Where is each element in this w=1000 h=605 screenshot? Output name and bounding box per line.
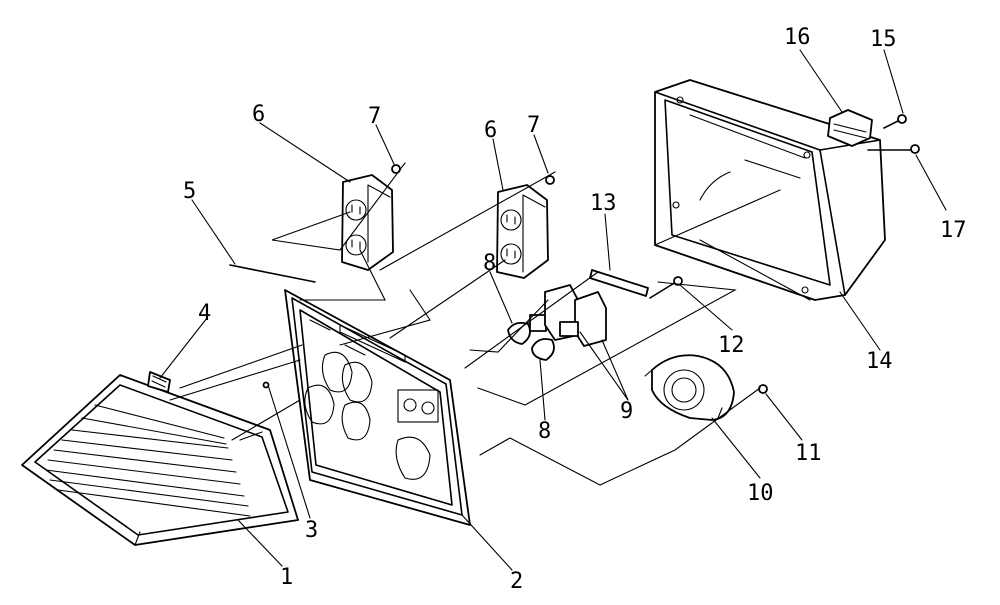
pin-part-5 — [229, 264, 316, 283]
cover — [21, 374, 299, 546]
callout-8-lower: 8 — [538, 419, 551, 444]
front-panel — [284, 289, 471, 526]
callout-6-left: 6 — [252, 102, 265, 127]
callout-15: 15 — [870, 27, 897, 52]
breakers-part-9 — [544, 284, 607, 347]
callout-17: 17 — [940, 218, 967, 243]
screw-part-12 — [649, 276, 683, 299]
twist-lock-receptacle — [644, 354, 735, 421]
callout-5: 5 — [183, 179, 196, 204]
screw-15 — [883, 114, 907, 129]
callout-7-left: 7 — [368, 104, 381, 129]
callout-13: 13 — [590, 191, 617, 216]
callout-labels: 1 2 3 4 5 6 6 7 7 8 8 9 10 11 12 13 14 1… — [183, 25, 967, 594]
callout-12: 12 — [718, 333, 745, 358]
hinge-part-4 — [147, 371, 171, 393]
callout-leaders — [159, 49, 947, 571]
bar-part-13 — [589, 269, 649, 297]
callout-2: 2 — [510, 569, 523, 594]
callout-10: 10 — [747, 481, 774, 506]
receptacle-left — [341, 174, 394, 271]
callout-16: 16 — [784, 25, 811, 50]
terminal-block — [827, 109, 873, 147]
callout-6-right: 6 — [484, 118, 497, 143]
receptacle-right — [496, 184, 549, 279]
callout-4: 4 — [198, 301, 211, 326]
callout-9: 9 — [620, 399, 633, 424]
callout-3: 3 — [305, 518, 318, 543]
screw-17 — [867, 144, 920, 154]
callout-7-right: 7 — [527, 113, 540, 138]
callout-1: 1 — [280, 565, 293, 590]
callout-11: 11 — [795, 441, 822, 466]
assembly-lines — [169, 162, 811, 486]
callout-8-upper: 8 — [483, 251, 496, 276]
callout-14: 14 — [866, 349, 893, 374]
nut-7-right — [545, 175, 555, 185]
nut-part-11 — [758, 384, 768, 394]
